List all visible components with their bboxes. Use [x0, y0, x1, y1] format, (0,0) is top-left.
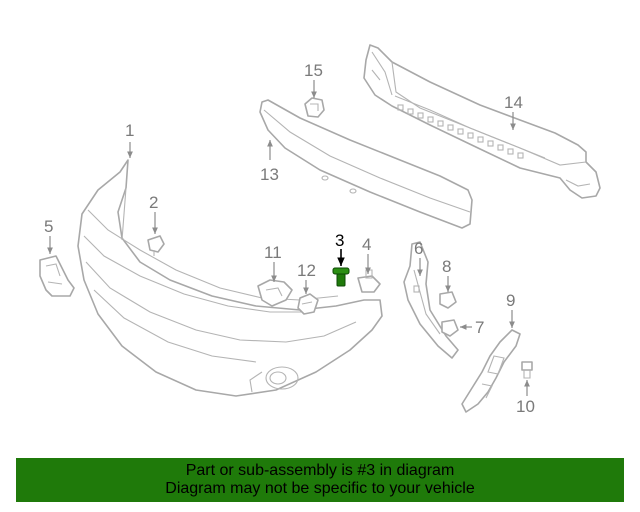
callout-numbers: 1 2 3 4 5 6 7 8 9 10 11 12 13 14 15: [44, 61, 535, 416]
part-1-bumper-cover: [77, 159, 383, 397]
part-4-clip: [357, 269, 381, 293]
callout-6: 6: [414, 239, 423, 258]
part-2-clip: [147, 235, 165, 256]
callout-14: 14: [504, 93, 523, 112]
callout-4: 4: [362, 235, 371, 254]
callout-2: 2: [149, 193, 158, 212]
part-3-fastener: [332, 267, 350, 287]
callout-13: 13: [260, 165, 279, 184]
leader-lines: [47, 80, 530, 396]
part-5-bracket: [39, 255, 75, 297]
callout-9: 9: [506, 291, 515, 310]
callout-8: 8: [442, 257, 451, 276]
part-14-reinforcement: [363, 44, 601, 199]
part-12-retainer: [297, 293, 319, 315]
info-banner: Part or sub-assembly is #3 in diagram Di…: [16, 458, 624, 502]
callout-3: 3: [335, 231, 344, 250]
banner-line-2: Diagram may not be specific to your vehi…: [165, 480, 475, 497]
parts-diagram: 1 2 3 4 5 6 7 8 9 10 11 12 13 14 15: [39, 44, 601, 416]
banner-line-1: Part or sub-assembly is #3 in diagram: [185, 462, 455, 479]
callout-11: 11: [264, 243, 282, 262]
callout-10: 10: [516, 397, 535, 416]
callout-1: 1: [125, 121, 134, 140]
part-11-bracket: [257, 279, 293, 307]
part-13-absorber: [259, 99, 473, 229]
part-15-nut: [304, 97, 325, 118]
callout-12: 12: [297, 261, 316, 280]
callout-5: 5: [44, 217, 53, 236]
callout-7: 7: [475, 318, 484, 337]
part-7-nut: [441, 319, 459, 337]
part-10-bolt: [521, 361, 533, 379]
part-8-nut: [439, 291, 457, 309]
part-9-side-bracket: [461, 329, 521, 413]
callout-15: 15: [304, 61, 323, 80]
